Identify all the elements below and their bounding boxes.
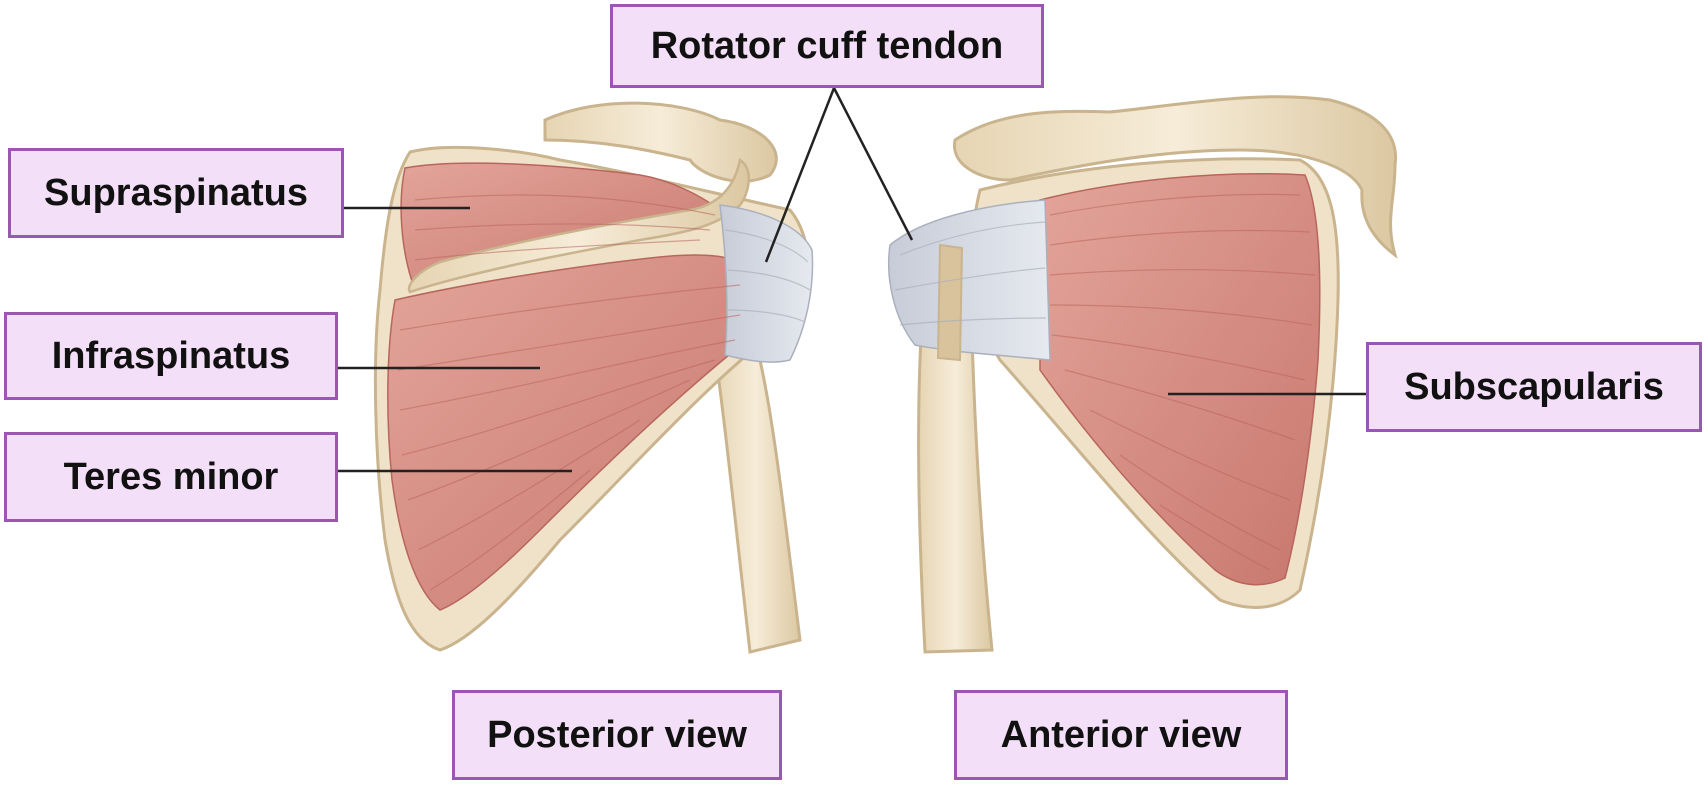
posterior-humerus-bone — [710, 297, 802, 654]
anterior-clavicle-bone — [953, 95, 1398, 259]
anterior-shoulder-figure — [887, 95, 1398, 654]
label-anterior-view: Anterior view — [954, 690, 1288, 780]
scapular-spine-bone — [407, 157, 750, 294]
infraspinatus-muscle — [387, 254, 747, 611]
bicipital-tendon — [936, 243, 964, 362]
posterior-clavicle-bone — [543, 101, 778, 183]
leader-line-tendon-posterior — [764, 87, 836, 263]
posterior-rotator-tendon — [719, 204, 814, 363]
label-supraspinatus: Supraspinatus — [8, 148, 344, 238]
anterior-rotator-tendon — [887, 199, 1051, 361]
label-subscapularis: Subscapularis — [1366, 342, 1702, 432]
subscapularis-muscle — [1039, 172, 1321, 586]
label-rotator-cuff-tendon: Rotator cuff tendon — [610, 4, 1044, 88]
leader-line-tendon-anterior — [832, 87, 914, 241]
posterior-shoulder-figure — [373, 101, 814, 654]
label-posterior-view: Posterior view — [452, 690, 782, 780]
label-infraspinatus: Infraspinatus — [4, 312, 338, 400]
label-teres-minor: Teres minor — [4, 432, 338, 522]
leader-lines — [338, 87, 1366, 473]
